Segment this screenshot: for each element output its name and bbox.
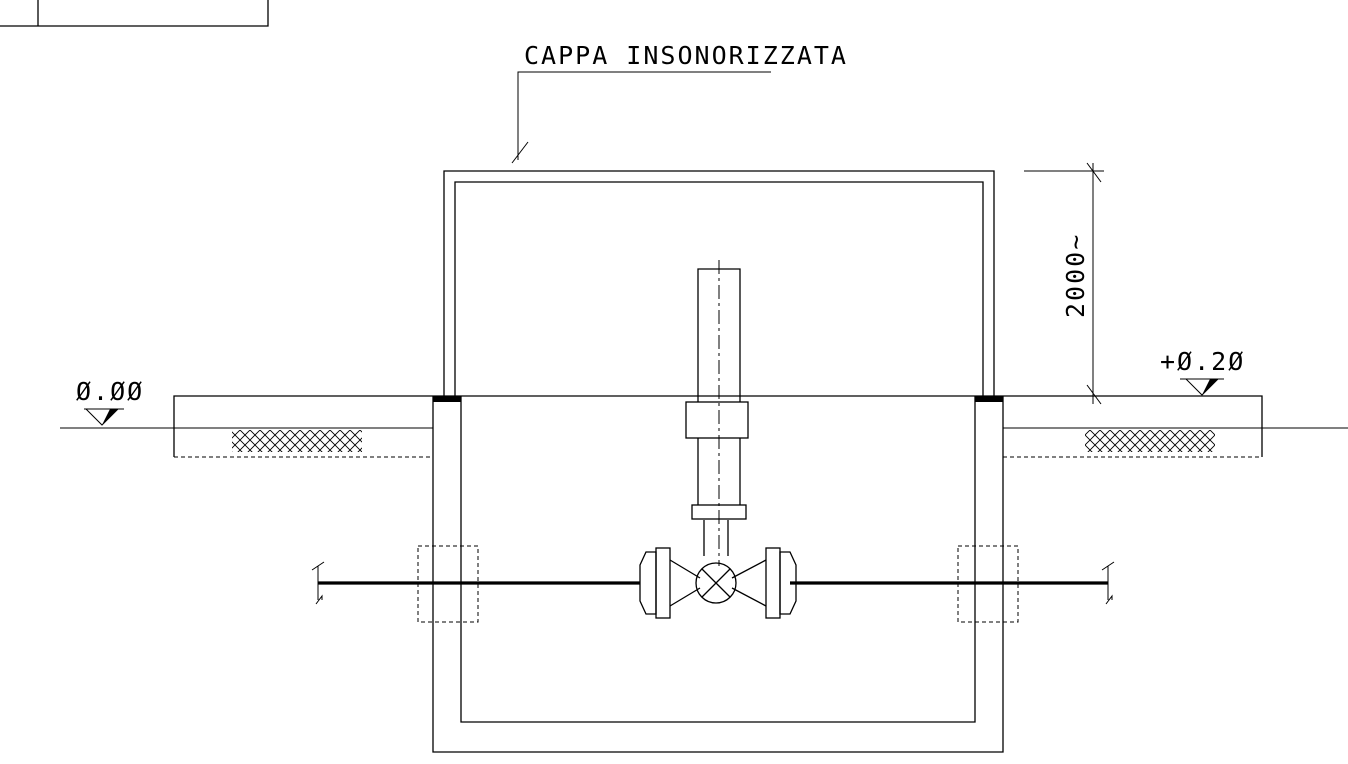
soil-hatch-right — [1085, 430, 1215, 452]
level-right-label: +Ø.2Ø — [1160, 347, 1245, 376]
valve-pit — [417, 395, 1019, 753]
hood-label: CAPPA INSONORIZZATA — [524, 41, 848, 70]
level-marker-left: Ø.ØØ — [76, 377, 144, 426]
soundproof-hood — [443, 170, 995, 396]
hood-leader: CAPPA INSONORIZZATA — [511, 41, 848, 164]
height-dimension: 2000~ — [1024, 162, 1104, 405]
dimension-height-label: 2000~ — [1061, 233, 1090, 318]
level-marker-right: +Ø.2Ø — [1160, 347, 1245, 396]
ground-section — [60, 395, 1348, 458]
gate-valve — [639, 260, 797, 619]
pipeline — [311, 561, 1115, 605]
title-block-fragment — [0, 0, 269, 27]
soil-hatch-left — [232, 430, 362, 452]
stem-coupling — [685, 401, 749, 439]
level-left-label: Ø.ØØ — [76, 377, 144, 406]
